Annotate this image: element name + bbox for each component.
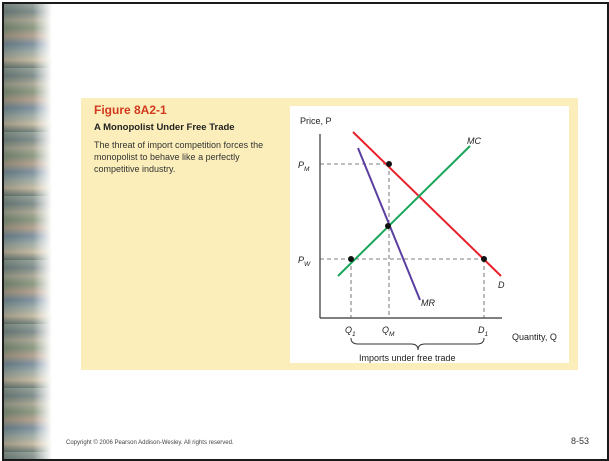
monopoly-price-point: [386, 161, 392, 167]
pm-label: PM: [298, 160, 310, 173]
slide-number: 8-53: [570, 436, 589, 446]
world-price-supply-point: [348, 256, 354, 262]
imports-brace-label: Imports under free trade: [359, 353, 456, 363]
demand-curve: [352, 131, 502, 277]
mr-curve-label: MR: [421, 298, 435, 308]
qm-label: QM: [382, 325, 395, 338]
diagram-area: Price, P Quantity, Q PM PW Q1 QM D1 MC D…: [290, 106, 569, 363]
x-axis-label: Quantity, Q: [512, 332, 557, 342]
imports-brace: [350, 337, 485, 351]
pw-label: PW: [298, 255, 311, 268]
q1-label: Q1: [345, 325, 356, 338]
demand-curve-label: D: [498, 280, 505, 290]
decorative-photo-strip: [4, 4, 52, 459]
copyright-text: Copyright © 2006 Pearson Addison-Wesley.…: [66, 440, 234, 446]
figure-title: A Monopolist Under Free Trade: [94, 122, 235, 133]
mc-mr-intersection-point: [385, 223, 391, 229]
d1-label: D1: [478, 325, 489, 338]
monopoly-free-trade-diagram: Price, P Quantity, Q PM PW Q1 QM D1 MC D…: [298, 116, 557, 363]
figure-panel: Figure 8A2-1 A Monopolist Under Free Tra…: [81, 98, 578, 370]
mc-curve-label: MC: [467, 136, 481, 146]
figure-number: Figure 8A2-1: [94, 103, 167, 117]
y-axis-label: Price, P: [300, 116, 332, 126]
mc-curve: [337, 145, 471, 277]
figure-caption: The threat of import competition forces …: [94, 140, 264, 174]
world-price-demand-point: [481, 256, 487, 262]
